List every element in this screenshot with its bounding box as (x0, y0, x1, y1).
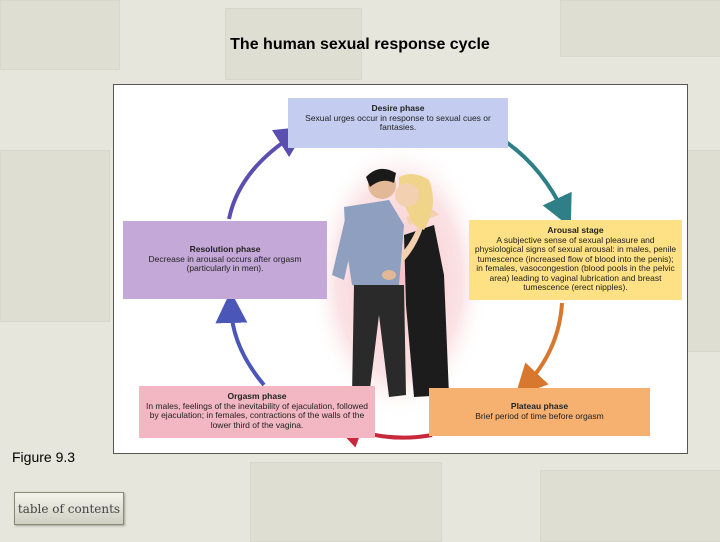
arousal-stage-title: Arousal stage (547, 225, 604, 235)
background-tile (225, 8, 362, 80)
desire-phase-title: Desire phase (371, 103, 425, 113)
arrow-arousal-to-plateau (515, 302, 564, 397)
figure-caption: Figure 9.3 (12, 449, 76, 465)
resolution-phase-title: Resolution phase (189, 244, 261, 254)
background-tile (560, 0, 720, 57)
plateau-phase-box: Plateau phase Brief period of time befor… (429, 388, 650, 436)
arousal-stage-box: Arousal stage A subjective sense of sexu… (469, 220, 682, 300)
desire-phase-description: Sexual urges occur in response to sexual… (305, 112, 491, 132)
plateau-phase-description: Brief period of time before orgasm (475, 410, 604, 421)
table-of-contents-button[interactable]: table of contents (14, 492, 124, 525)
cycle-diagram (215, 126, 572, 448)
orgasm-phase-title: Orgasm phase (227, 391, 287, 401)
slide-title: The human sexual response cycle (230, 36, 490, 53)
arousal-stage-description: A subjective sense of sexual pleasure an… (474, 234, 677, 292)
couple-illustration (332, 168, 449, 397)
orgasm-phase-box: Orgasm phase In males, feelings of the i… (139, 386, 375, 438)
background-tile (250, 462, 442, 542)
background-tile (0, 0, 120, 70)
arrow-resolution-to-desire (227, 126, 308, 220)
resolution-phase-description: Decrease in arousal occurs after orgasm … (148, 253, 302, 273)
background-tile (540, 470, 720, 542)
orgasm-phase-description: In males, feelings of the inevitability … (145, 400, 369, 430)
figure-panel: Desire phase Sexual urges occur in respo… (113, 84, 688, 454)
background-tile (0, 150, 110, 322)
plateau-phase-title: Plateau phase (510, 401, 569, 411)
table-of-contents-label: table of contents (17, 501, 121, 516)
resolution-phase-box: Resolution phase Decrease in arousal occ… (123, 221, 327, 299)
arrow-orgasm-to-resolution (215, 291, 266, 387)
desire-phase-box: Desire phase Sexual urges occur in respo… (288, 98, 508, 148)
